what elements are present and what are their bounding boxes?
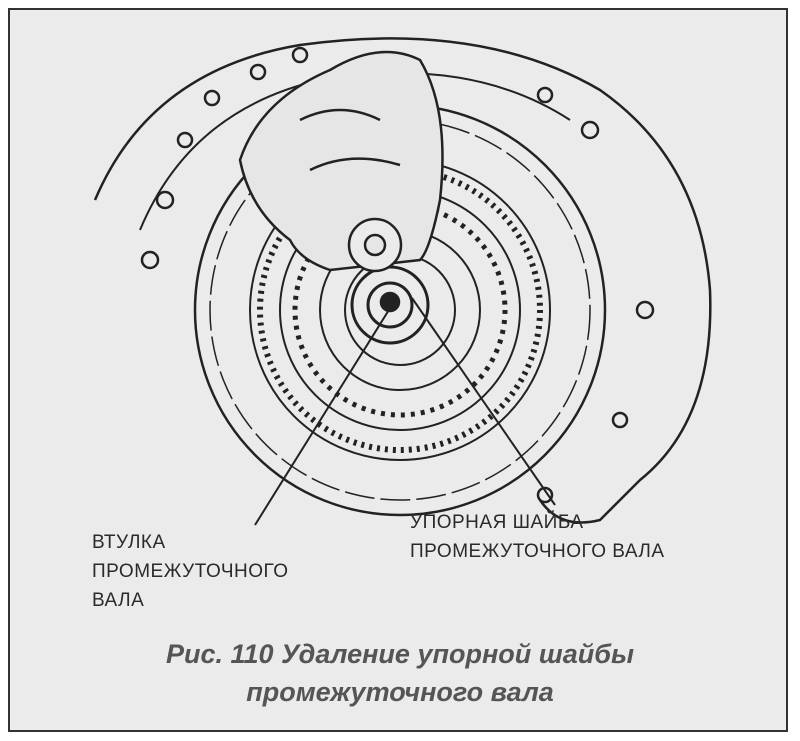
bolt-holes (140, 46, 655, 504)
label-bushing-line: ВТУЛКА (92, 532, 166, 553)
leader-lines (254, 297, 556, 526)
label-bushing-line: ВАЛА (92, 590, 145, 611)
housing-outline (93, 37, 712, 524)
figure-caption-line: Рис. 110 Удаление упорной шайбы (165, 639, 635, 669)
hand (238, 50, 444, 273)
gear-teeth (257, 167, 543, 453)
label-washer-line: ПРОМЕЖУТОЧНОГО ВАЛА (410, 541, 665, 562)
shaft-bushing (366, 281, 414, 329)
label-bushing-line: ПРОМЕЖУТОЧНОГО (92, 561, 289, 582)
label-washer-line: УПОРНАЯ ШАЙБА (410, 512, 584, 533)
figure-caption-line: промежуточного вала (246, 677, 554, 707)
label-bushing: ВТУЛКА ПРОМЕЖУТОЧНОГО ВАЛА (92, 528, 289, 615)
label-washer: УПОРНАЯ ШАЙБА ПРОМЕЖУТОЧНОГО ВАЛА (410, 508, 665, 566)
